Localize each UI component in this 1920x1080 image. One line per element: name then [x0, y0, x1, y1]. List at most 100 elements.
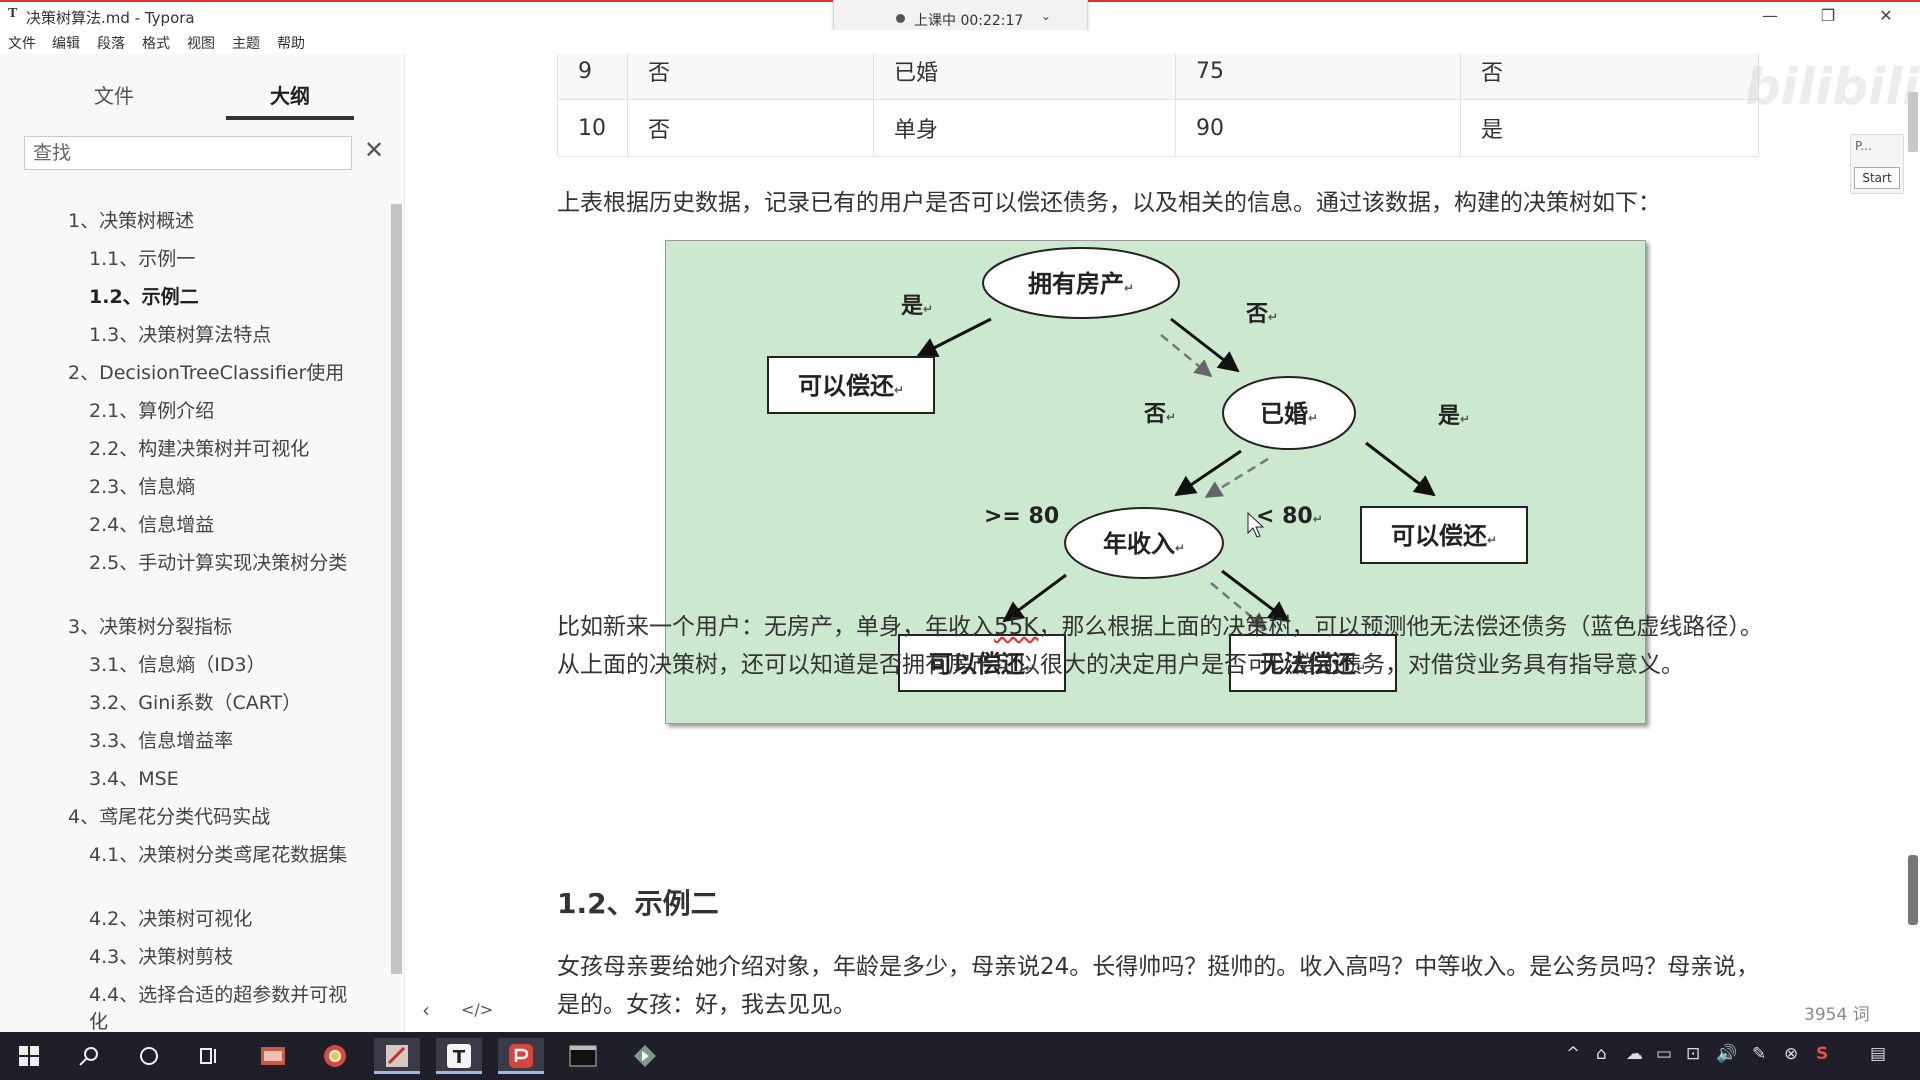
outline-item[interactable]: 1.1、示例一 — [89, 248, 196, 270]
search-icon[interactable] — [66, 1038, 112, 1074]
file-manager-icon[interactable] — [250, 1038, 296, 1074]
cortana-icon[interactable] — [126, 1038, 172, 1074]
edge-label-yes: 是↵ — [1438, 404, 1470, 429]
terminal-icon[interactable] — [560, 1038, 606, 1074]
intro-paragraph: 上表根据历史数据，记录已有的用户是否可以偿还债务，以及相关的信息。通过该数据，构… — [557, 190, 1661, 216]
node-married — [1222, 376, 1356, 450]
network-icon[interactable]: ⊡ — [1686, 1044, 1701, 1064]
edge-married-no — [1174, 449, 1242, 497]
menu-theme[interactable]: 主题 — [232, 36, 260, 52]
outline-item[interactable]: 2、DecisionTreeClassifier使用 — [68, 362, 345, 384]
outline-item[interactable]: 2.3、信息熵 — [89, 476, 196, 498]
decision-tree-diagram: 拥有房产↵ 可以偿还↵ 已婚↵ 年收入↵ 可以偿还↵ 可以偿还↵ 无法偿还↵ 是… — [665, 240, 1646, 724]
node-root-label: 拥有房产↵ — [1028, 270, 1134, 298]
menu-format[interactable]: 格式 — [142, 36, 170, 52]
outline-item[interactable]: 2.5、手动计算实现决策树分类 — [89, 552, 348, 574]
edge-income-ge80 — [1002, 573, 1067, 623]
outline-item[interactable]: 4、鸢尾花分类代码实战 — [68, 806, 271, 828]
outline-item[interactable]: 2.2、构建决策树并可视化 — [89, 438, 310, 460]
edge-label-no: 否↵ — [1245, 302, 1278, 327]
example-paragraph: 比如新来一个用户：无房产，单身，年收入55K，那么根据上面的决策树，可以预测他无… — [557, 608, 1767, 684]
maximize-button[interactable]: ❐ — [1820, 6, 1836, 25]
edge-root-yes — [916, 317, 992, 358]
volume-icon[interactable]: 🔊 — [1716, 1044, 1738, 1064]
outline-item[interactable]: 3、决策树分裂指标 — [68, 616, 233, 638]
outline-item[interactable]: 4.3、决策树剪枝 — [89, 946, 234, 968]
menu-paragraph[interactable]: 段落 — [97, 36, 125, 52]
chevron-left-icon[interactable]: ‹ — [422, 998, 430, 1022]
data-table: 9 否 已婚 75 否 10 否 单身 90 是 — [557, 54, 1759, 157]
section-heading: 1.2、示例二 — [557, 887, 719, 920]
menu-help[interactable]: 帮助 — [277, 36, 305, 52]
table-cell: 否 — [627, 99, 874, 157]
leaf-can-pay-label: 可以偿还↵ — [798, 372, 904, 400]
cloud-icon[interactable]: ☁ — [1626, 1044, 1643, 1064]
battery-icon[interactable]: ▭ — [1656, 1044, 1673, 1064]
typora-icon[interactable]: T — [436, 1038, 482, 1074]
notification-icon[interactable]: ▤ — [1870, 1044, 1887, 1064]
start-button[interactable]: Start — [1854, 167, 1900, 189]
outline-item[interactable]: 3.4、MSE — [89, 768, 179, 790]
wps-icon[interactable] — [498, 1038, 544, 1074]
sidebar-scrollbar[interactable] — [391, 204, 402, 974]
table-cell: 10 — [557, 99, 628, 157]
outline-item[interactable]: 4.1、决策树分类鸢尾花数据集 — [89, 844, 348, 866]
edge-income-lt80 — [1221, 569, 1290, 623]
source-code-mode-icon[interactable]: </> — [461, 1000, 494, 1019]
dashed-path-segment — [1210, 582, 1268, 631]
outline-item[interactable]: 1、决策树概述 — [68, 210, 195, 232]
example-text-a: 比如新来一个用户：无房产，单身，年收入 — [557, 614, 994, 640]
leaf-can-pay — [898, 634, 1066, 692]
outline-item[interactable]: 3.2、Gini系数（CART） — [89, 692, 302, 714]
tab-outline[interactable]: 大纲 — [270, 84, 310, 108]
media-icon[interactable] — [622, 1038, 668, 1074]
task-view-icon[interactable] — [186, 1038, 232, 1074]
leaf-can-pay-label: 可以偿还↵ — [1391, 522, 1497, 550]
sogou-icon[interactable]: S — [1816, 1044, 1829, 1064]
tray-app-icon[interactable]: ⌂ — [1596, 1044, 1607, 1064]
leaf-cannot-pay-label: 无法偿还↵ — [1260, 650, 1366, 678]
editor-side-handle[interactable] — [1908, 855, 1918, 925]
outline-item[interactable]: 4.4、选择合适的超参数并可视化 — [89, 984, 348, 1033]
spellcheck-word[interactable]: 55K — [994, 614, 1039, 640]
tray-close-icon[interactable]: ⊗ — [1784, 1044, 1799, 1064]
outline-item[interactable]: 3.1、信息熵（ID3） — [89, 654, 266, 676]
paint-icon[interactable] — [374, 1038, 420, 1074]
menu-edit[interactable]: 编辑 — [52, 36, 80, 52]
table-cell: 90 — [1175, 99, 1461, 157]
table-cell: 是 — [1460, 99, 1759, 157]
table-row: 10 否 单身 90 是 — [557, 99, 1759, 157]
windows-icon[interactable] — [6, 1038, 52, 1074]
floating-widget: P... Start — [1850, 134, 1904, 194]
tab-files[interactable]: 文件 — [94, 84, 134, 108]
leaf-cannot-pay — [1229, 634, 1397, 692]
outline-item[interactable]: 2.4、信息增益 — [89, 514, 215, 536]
word-count[interactable]: 3954 词 — [1804, 1005, 1870, 1025]
outline-item[interactable]: 4.2、决策树可视化 — [89, 908, 253, 930]
editor-scrollbar-thumb[interactable] — [1908, 92, 1918, 152]
leaf-can-pay — [767, 356, 935, 414]
edge-label-ge80: >= 80 — [984, 504, 1059, 529]
menu-view[interactable]: 视图 — [187, 36, 215, 52]
close-icon[interactable]: ✕ — [364, 136, 385, 164]
tray-expand-icon[interactable]: ^ — [1566, 1044, 1581, 1064]
minimize-button[interactable]: — — [1762, 6, 1778, 25]
taskbar: T ^ ⌂ ☁ ▭ ⊡ 🔊 ✎ ⊗ S ▤ — [0, 1032, 1920, 1080]
widget-label: P... — [1855, 139, 1872, 153]
outline-item[interactable]: 3.3、信息增益率 — [89, 730, 234, 752]
node-married-label: 已婚↵ — [1260, 400, 1318, 428]
node-income-label: 年收入↵ — [1103, 530, 1185, 558]
outline-item[interactable]: 2.1、算例介绍 — [89, 400, 215, 422]
table-cell: 否 — [627, 54, 874, 100]
window-title: 决策树算法.md - Typora — [26, 9, 195, 27]
leaf-can-pay — [1360, 506, 1528, 564]
outline-item-active[interactable]: 1.2、示例二 — [89, 286, 199, 308]
outline-item[interactable]: 1.3、决策树算法特点 — [89, 324, 272, 346]
close-button[interactable]: ✕ — [1879, 6, 1893, 25]
outline-search-input[interactable] — [25, 137, 351, 169]
edge-label-yes: 是↵ — [901, 294, 933, 319]
chrome-icon[interactable] — [312, 1038, 358, 1074]
menu-file[interactable]: 文件 — [8, 36, 36, 52]
pen-icon[interactable]: ✎ — [1752, 1044, 1767, 1064]
chevron-down-icon[interactable]: ⌄ — [1041, 9, 1052, 23]
